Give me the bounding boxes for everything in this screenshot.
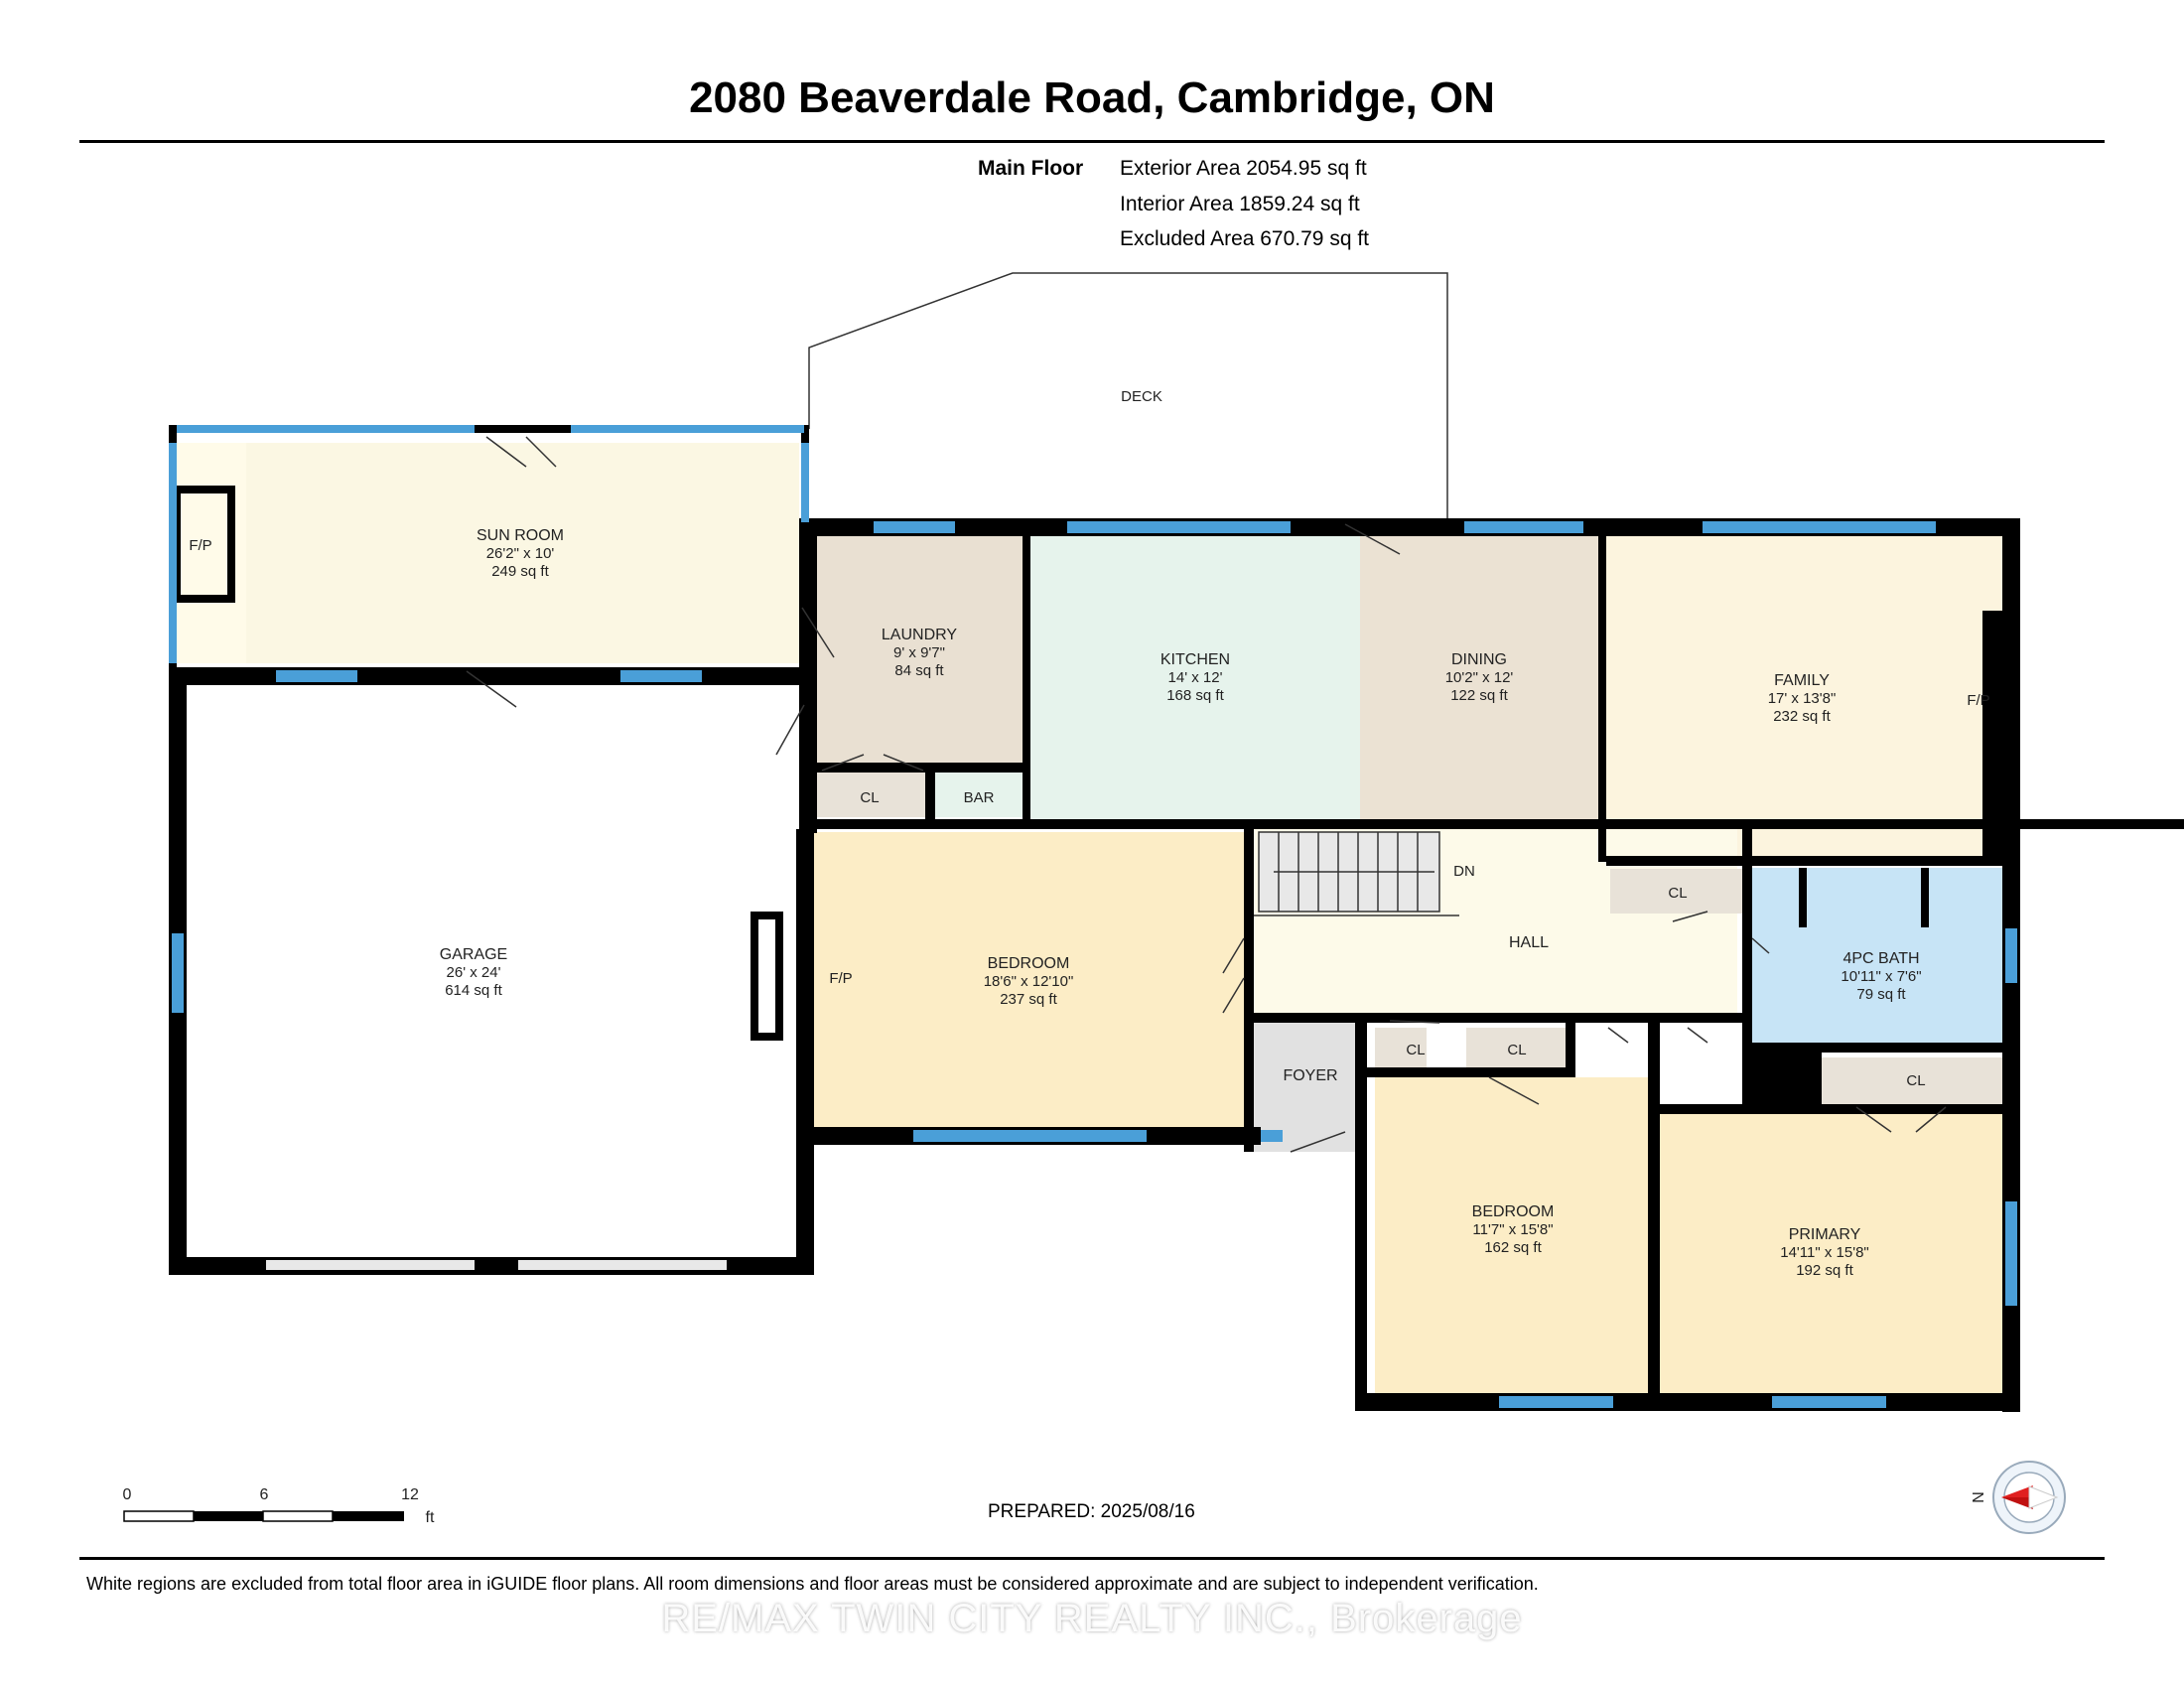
sun-room-name: SUN ROOM: [477, 527, 564, 544]
prepared-date: PREPARED: 2025/08/16: [988, 1501, 1195, 1522]
sun-room-walls: [169, 425, 809, 671]
laundry-area: 84 sq ft: [894, 662, 944, 679]
closet-label: CL: [1507, 1042, 1526, 1058]
bedroom2-floor: [1375, 1077, 1648, 1393]
dining-name: DINING: [1451, 651, 1507, 668]
bar-cabinet: [935, 773, 1023, 817]
footer-divider: [79, 1557, 2105, 1560]
kitchen-name: KITCHEN: [1160, 651, 1230, 668]
compass-north: N: [1971, 1491, 1987, 1503]
exterior-area: Exterior Area 2054.95 sq ft: [1120, 157, 1367, 180]
closet-bed2-a: [1375, 1028, 1427, 1072]
closet-label: CL: [1906, 1072, 1925, 1089]
laundry-dims: 9' x 9'7": [893, 644, 945, 661]
bath-dims: 10'11" x 7'6": [1841, 968, 1921, 985]
dining-floor: [1360, 536, 1598, 819]
compass-icon: N: [1971, 1461, 2066, 1534]
stairs-down-label: DN: [1453, 863, 1475, 880]
closet-primary: [1822, 1057, 2010, 1104]
closet-label: CL: [860, 789, 879, 806]
sun-room-dims: 26'2" x 10': [486, 545, 555, 562]
family-floor: [1606, 536, 2013, 856]
floor-name: Main Floor: [978, 157, 1084, 180]
deck-name: DECK: [1121, 388, 1162, 405]
foyer-floor: [1254, 1013, 1361, 1152]
bedroom1-name: BEDROOM: [988, 955, 1070, 972]
fireplace-label: F/P: [1967, 692, 1989, 709]
scale-unit: ft: [426, 1509, 435, 1526]
fireplace-label: F/P: [189, 537, 211, 554]
primary-floor: [1660, 1107, 2011, 1393]
family-dims: 17' x 13'8": [1768, 690, 1837, 707]
stairs: [1254, 831, 1459, 916]
scale-tick-0: 0: [123, 1486, 132, 1503]
primary-name: PRIMARY: [1789, 1226, 1861, 1243]
bedroom1-area: 237 sq ft: [1000, 991, 1057, 1008]
kitchen-area: 168 sq ft: [1166, 687, 1224, 704]
bedroom1-floor: [812, 832, 1244, 1127]
bedroom1-dims: 18'6" x 12'10": [984, 973, 1074, 990]
closet-laundry: [816, 773, 925, 817]
primary-area: 192 sq ft: [1796, 1262, 1853, 1279]
scale-bar: 0 6 12 ft: [123, 1486, 435, 1526]
watermark: RE/MAX TWIN CITY REALTY INC., Brokerage: [661, 1597, 1523, 1640]
hall-name: HALL: [1509, 934, 1549, 951]
garage-name: GARAGE: [440, 946, 507, 963]
family-name: FAMILY: [1774, 672, 1830, 689]
closet-hall: [1610, 869, 1744, 914]
windows: [169, 425, 2017, 1408]
interior-area: Interior Area 1859.24 sq ft: [1120, 193, 1360, 215]
closet-label: CL: [1668, 885, 1687, 902]
garage-area: 614 sq ft: [445, 982, 502, 999]
scale-tick-6: 6: [260, 1486, 269, 1503]
sun-room-floor: [184, 443, 799, 663]
title-divider: [79, 140, 2105, 143]
bath-area: 79 sq ft: [1856, 986, 1906, 1003]
dining-area: 122 sq ft: [1450, 687, 1508, 704]
room-labels: DECK SUN ROOM 26'2" x 10' 249 sq ft LAUN…: [189, 388, 1989, 1279]
page-title: 2080 Beaverdale Road, Cambridge, ON: [689, 73, 1495, 122]
scale-tick-12: 12: [401, 1486, 419, 1503]
kitchen-dims: 14' x 12': [1168, 669, 1223, 686]
primary-dims: 14'11" x 15'8": [1780, 1244, 1869, 1261]
bedroom2-area: 162 sq ft: [1484, 1239, 1542, 1256]
family-area: 232 sq ft: [1773, 708, 1831, 725]
garage-dims: 26' x 24': [447, 964, 501, 981]
laundry-floor: [816, 536, 1023, 765]
bath-floor: [1751, 868, 2011, 1043]
closet-label: CL: [1406, 1042, 1425, 1058]
excluded-area: Excluded Area 670.79 sq ft: [1120, 227, 1370, 250]
bar-label: BAR: [964, 789, 995, 806]
foyer-name: FOYER: [1283, 1067, 1337, 1084]
closet-bed2-b: [1466, 1028, 1568, 1072]
kitchen-floor: [1030, 536, 1360, 819]
sun-room-area: 249 sq ft: [491, 563, 549, 580]
deck-outline: [808, 272, 1448, 521]
bath-name: 4PC BATH: [1843, 950, 1919, 967]
disclaimer: White regions are excluded from total fl…: [86, 1574, 1539, 1594]
bedroom2-name: BEDROOM: [1472, 1203, 1555, 1220]
door-swings: [466, 436, 1947, 1153]
bedroom2-dims: 11'7" x 15'8": [1472, 1221, 1553, 1238]
fireplace-label: F/P: [829, 970, 852, 987]
laundry-name: LAUNDRY: [882, 627, 958, 643]
dining-dims: 10'2" x 12': [1445, 669, 1514, 686]
